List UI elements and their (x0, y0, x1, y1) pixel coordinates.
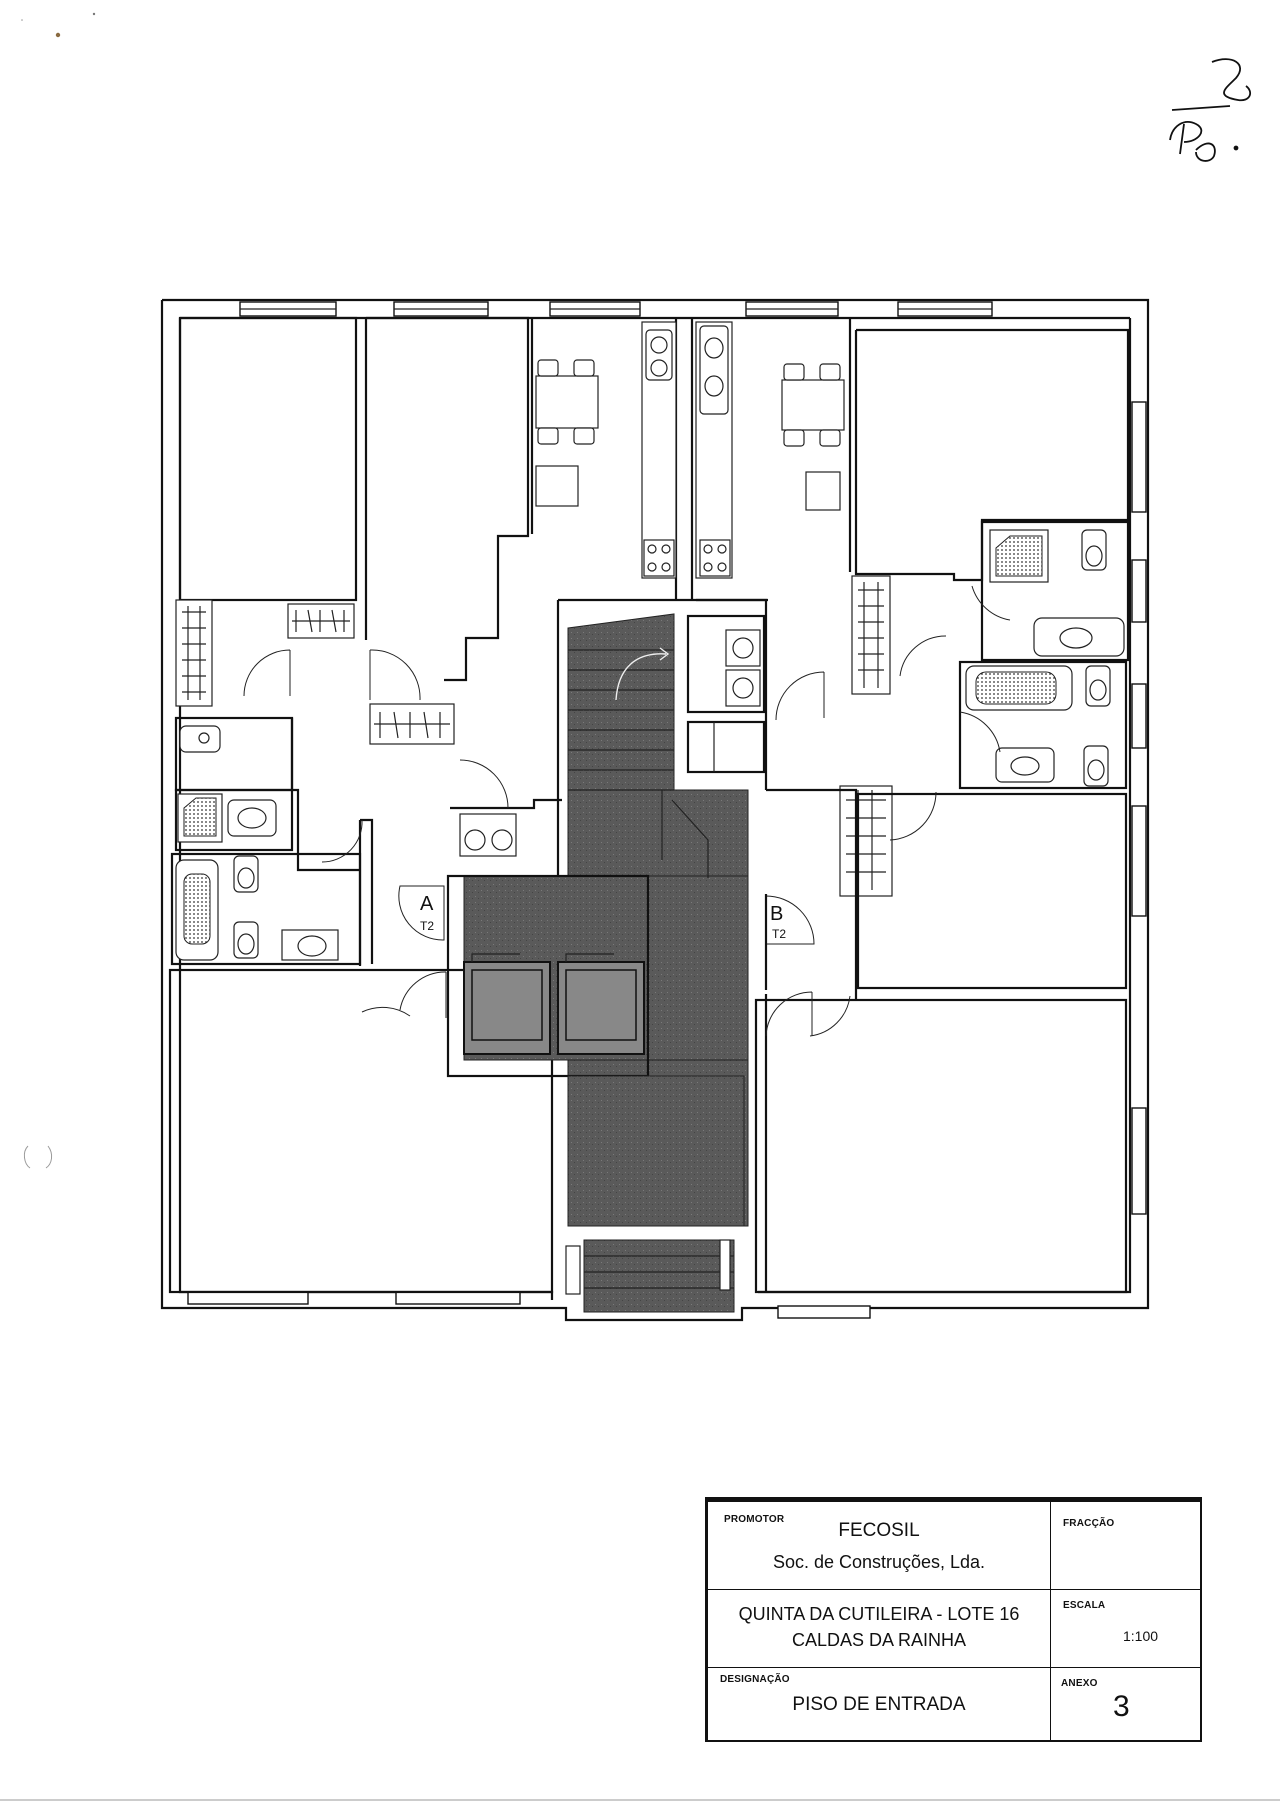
designacao-row: DESIGNAÇÃO PISO DE ENTRADA ANEXO 3 (708, 1668, 1200, 1742)
project-line1: QUINTA DA CUTILEIRA - LOTE 16 (738, 1604, 1020, 1624)
promotor-company: Soc. de Construções, Lda. (772, 1552, 986, 1572)
promotor-caption: PROMOTOR (724, 1514, 785, 1525)
apartment-a (168, 316, 677, 1294)
escala-caption: ESCALA (1063, 1600, 1106, 1611)
handwritten-note: 8 (1222, 97, 1223, 99)
project-cell: QUINTA DA CUTILEIRA - LOTE 16 CALDAS DA … (708, 1590, 1051, 1667)
fraccao-cell: FRACÇÃO (1051, 1502, 1200, 1589)
apartment-b (686, 318, 1130, 1294)
project-row: QUINTA DA CUTILEIRA - LOTE 16 CALDAS DA … (708, 1590, 1200, 1668)
promotor-name: FECOSIL (838, 1520, 920, 1541)
designacao-cell: DESIGNAÇÃO PISO DE ENTRADA (708, 1668, 1051, 1742)
anexo-caption: ANEXO (1061, 1678, 1098, 1689)
unit-a-type: T2 (420, 919, 434, 933)
handwritten-mark (1169, 58, 1252, 162)
title-block: PROMOTOR FECOSIL Soc. de Construções, Ld… (705, 1497, 1202, 1742)
scan-mark (23, 1145, 53, 1169)
anexo-cell: ANEXO 3 (1051, 1668, 1200, 1742)
escala-cell: ESCALA 1:100 (1051, 1590, 1200, 1667)
unit-b-type: T2 (772, 927, 786, 941)
promotor-cell: PROMOTOR FECOSIL Soc. de Construções, Ld… (708, 1502, 1051, 1589)
fraccao-caption: FRACÇÃO (1063, 1518, 1115, 1529)
unit-a-letter: A (420, 893, 434, 915)
central-core (446, 598, 768, 1313)
project-line2: CALDAS DA RAINHA (791, 1630, 967, 1650)
windows (187, 301, 1147, 1319)
escala-value: 1:100 (1123, 1628, 1159, 1644)
unit-b-letter: B (770, 903, 783, 925)
handwritten-initials: R. (1200, 149, 1202, 151)
designacao-value: PISO DE ENTRADA (792, 1694, 966, 1715)
scan-specks (21, 12, 96, 38)
anexo-value: 3 (1113, 1690, 1130, 1723)
designacao-caption: DESIGNAÇÃO (720, 1674, 790, 1685)
promotor-row: PROMOTOR FECOSIL Soc. de Construções, Ld… (708, 1502, 1200, 1590)
